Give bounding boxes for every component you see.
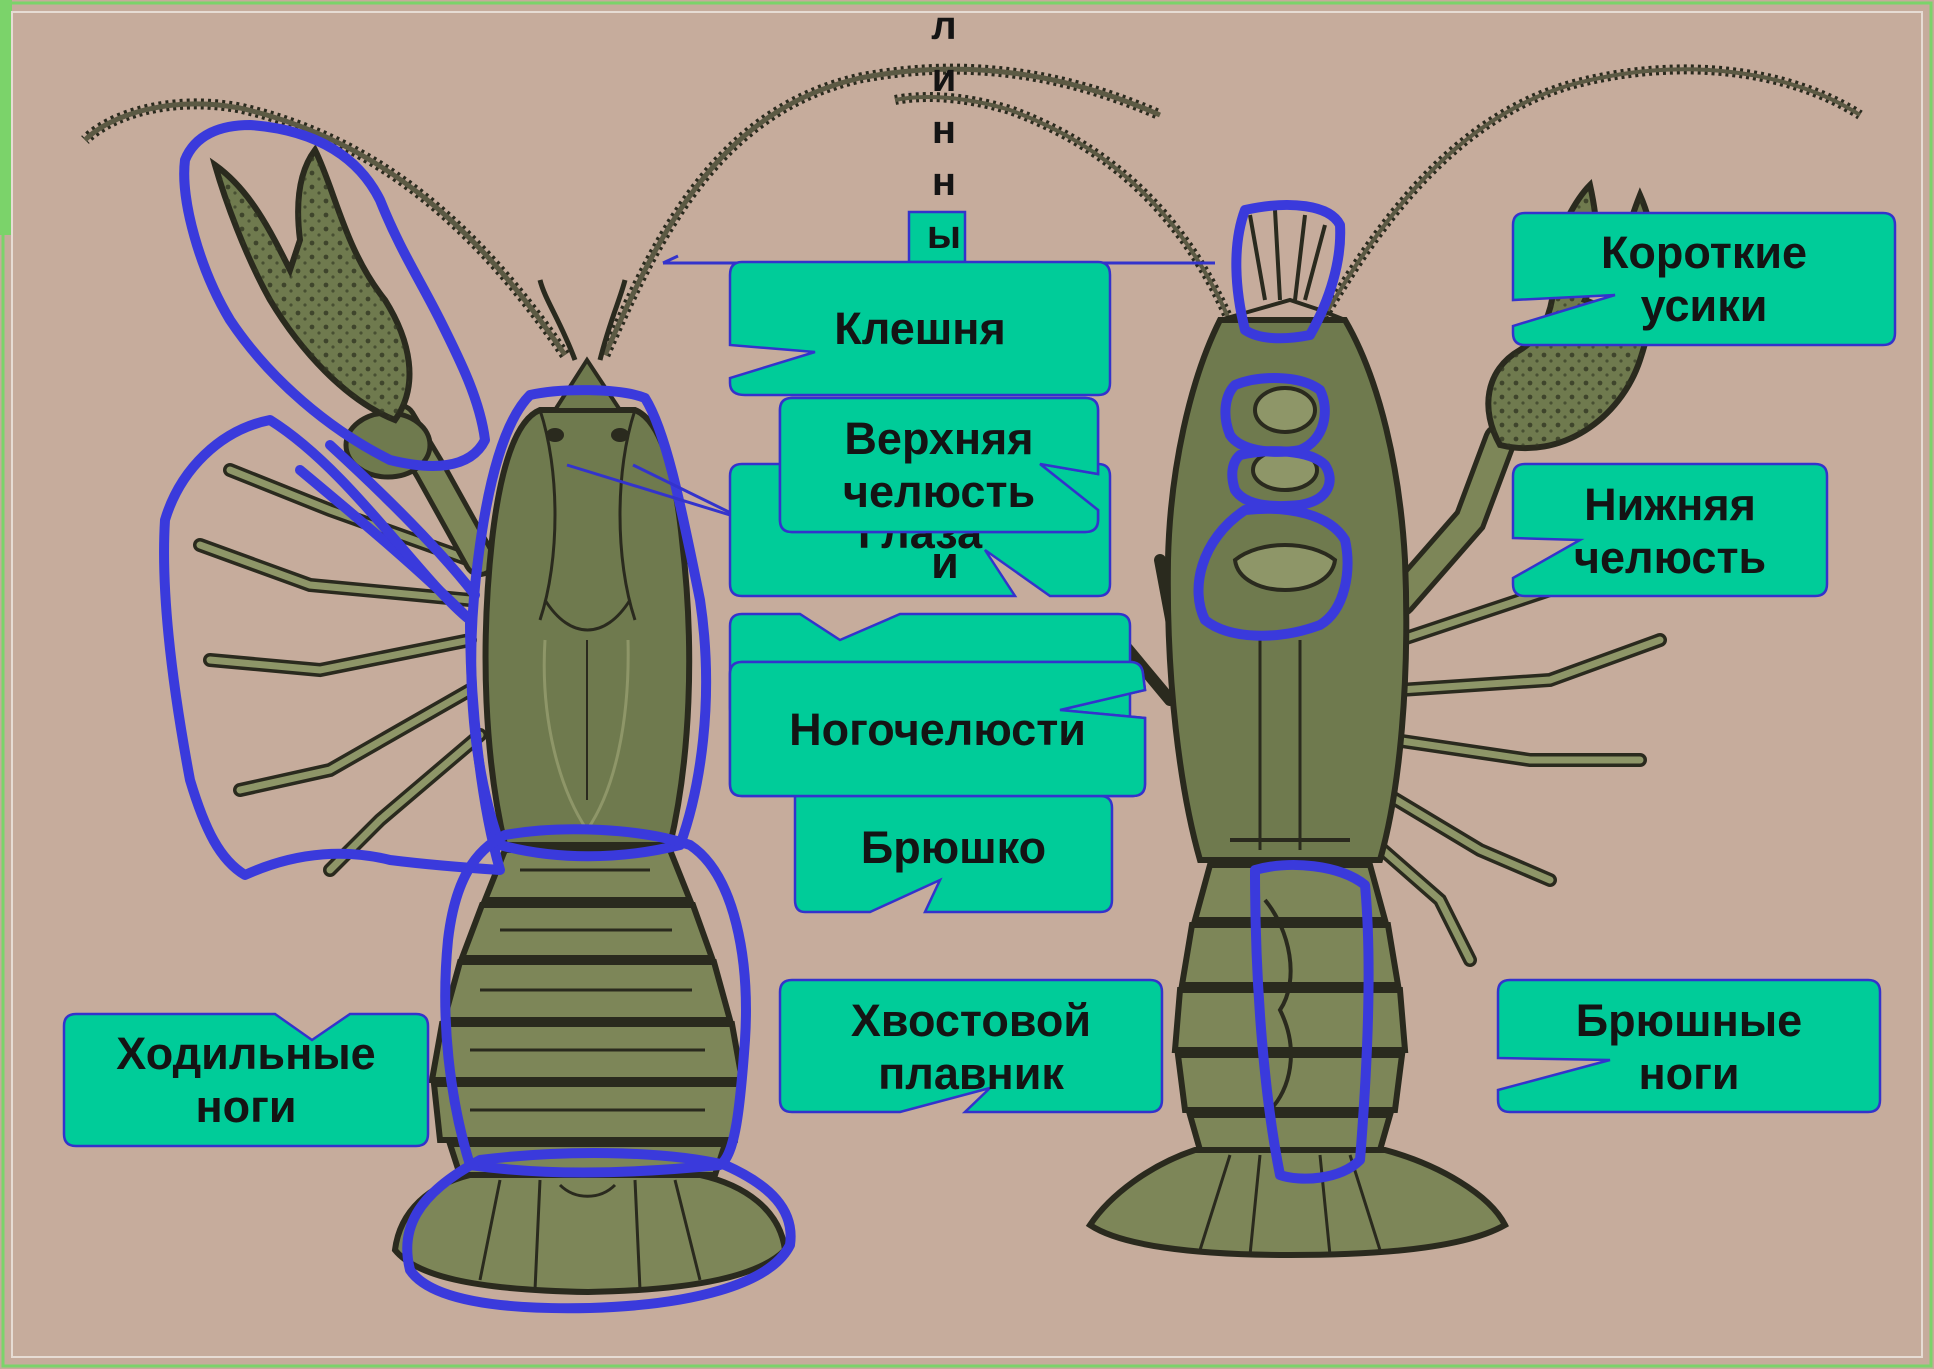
callout-text-bryushko: Брюшко bbox=[795, 821, 1112, 874]
callout-text-khvostovoy: Хвостовой плавник bbox=[780, 994, 1162, 1100]
callout-text-bryushnye: Брюшные ноги bbox=[1498, 994, 1880, 1100]
callout-text-korotkie: Короткие усики bbox=[1513, 226, 1895, 332]
callout-text-nizhnyaya: Нижняя челюсть bbox=[1513, 478, 1827, 584]
callout-text-khodilnye: Ходильные ноги bbox=[64, 1027, 428, 1133]
callout-text-nogochelyusti: Ногочелюсти bbox=[730, 703, 1145, 756]
